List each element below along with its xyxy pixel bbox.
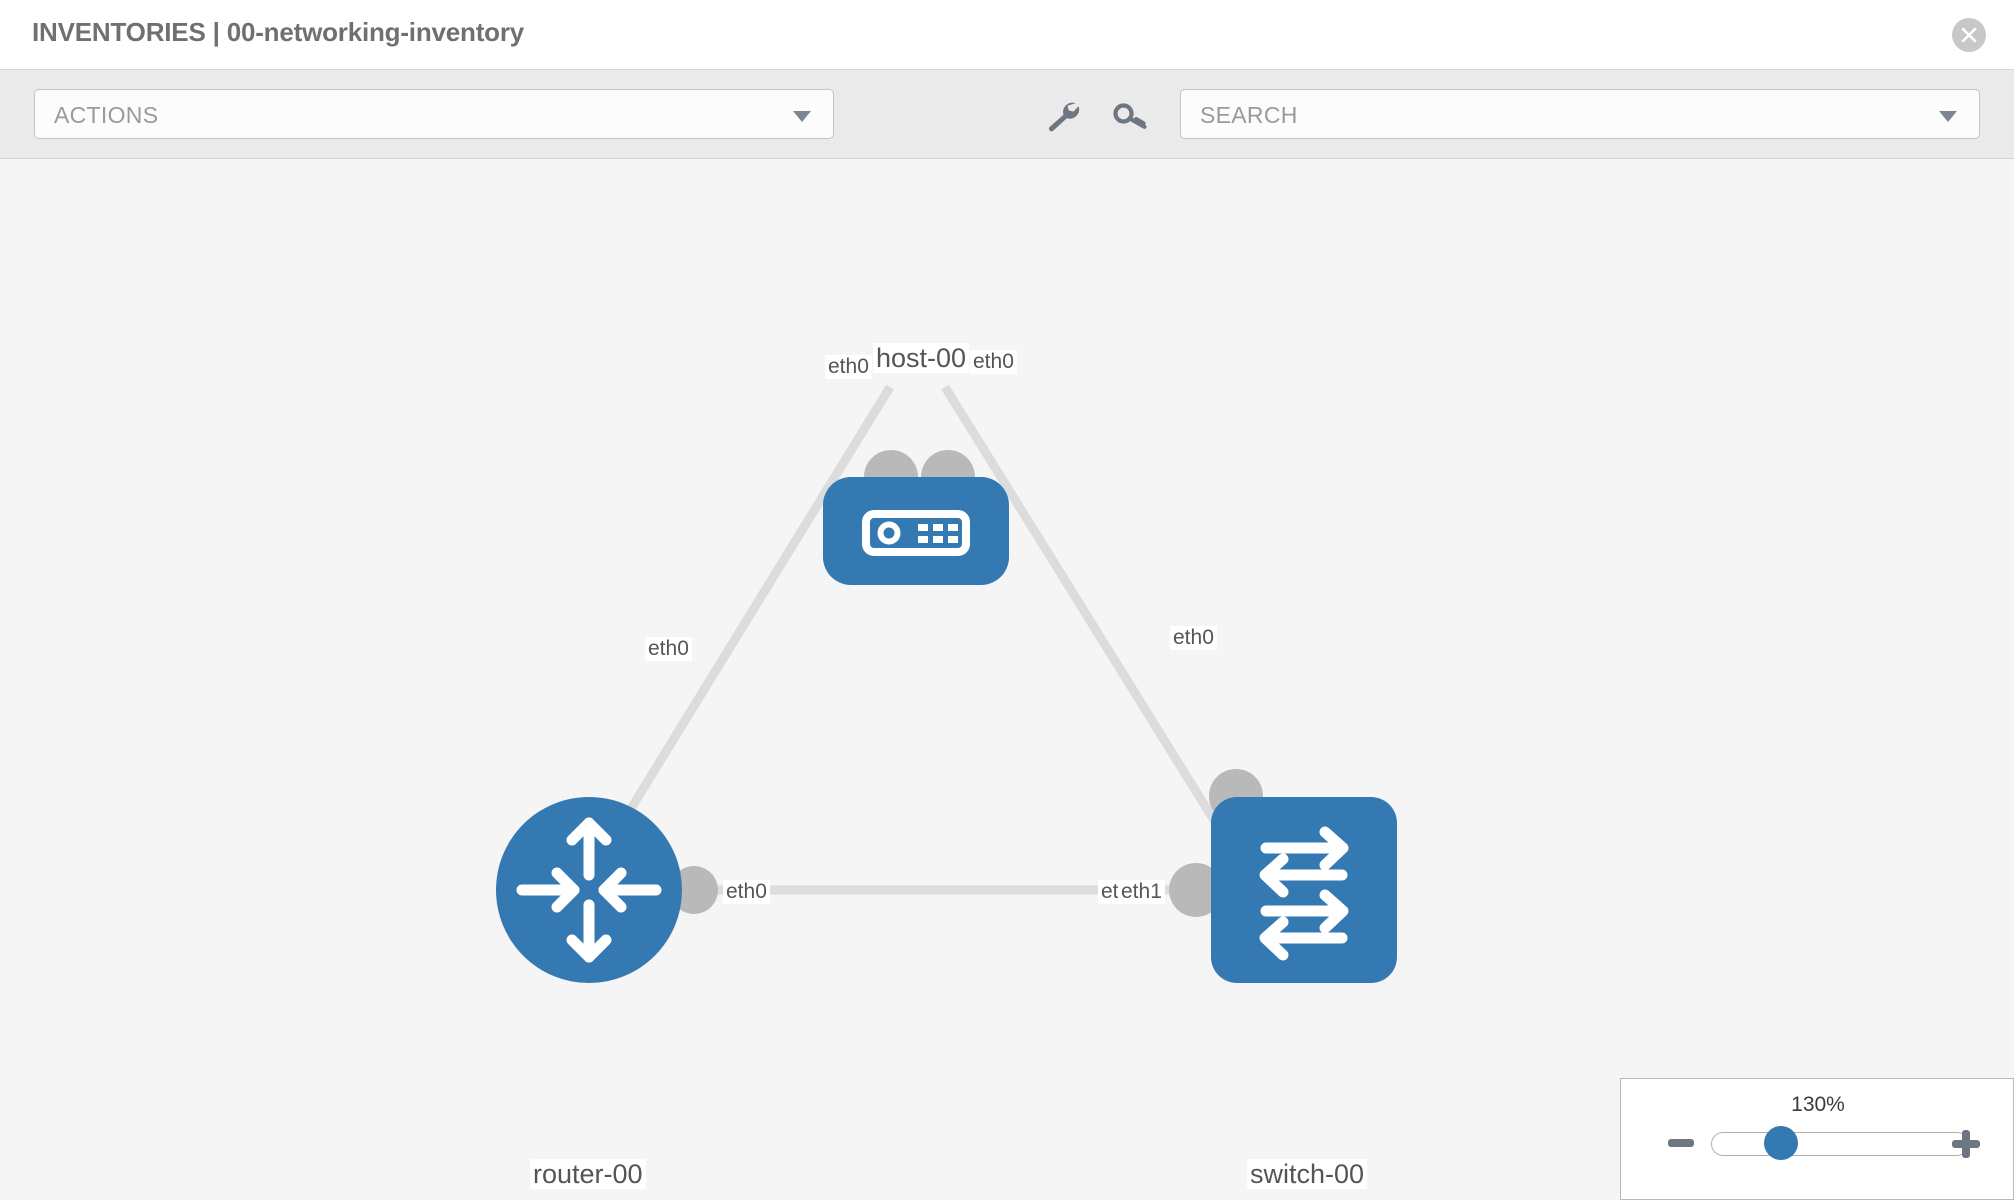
switch-icon <box>1259 826 1349 961</box>
topology-canvas[interactable]: host-00 router-00 switch-00 eth0 eth0 et… <box>0 159 2014 1200</box>
port-label-switch-left: eth1 <box>1118 880 1165 905</box>
node-label-host-00: host-00 <box>873 343 970 374</box>
topology-edges <box>596 384 1250 895</box>
zoom-out-button[interactable] <box>1668 1139 1694 1147</box>
edge-host-router <box>596 384 894 862</box>
zoom-control-panel: 130% <box>1620 1078 2014 1200</box>
port-label-host-left: eth0 <box>825 355 872 380</box>
toolbar: ACTIONS SEARCH <box>0 70 2014 159</box>
page-title: INVENTORIES | 00-networking-inventory <box>32 17 525 47</box>
node-label-router-00: router-00 <box>530 1159 646 1190</box>
key-icon[interactable] <box>1112 100 1150 132</box>
port-label-switch-up: eth0 <box>1170 626 1217 651</box>
actions-dropdown-label: ACTIONS <box>54 102 159 128</box>
search-input[interactable]: SEARCH <box>1180 89 1980 139</box>
zoom-in-button[interactable] <box>1952 1130 1980 1158</box>
zoom-slider-thumb[interactable] <box>1764 1126 1798 1160</box>
port-label-router-up: eth0 <box>645 637 692 662</box>
node-switch-00 <box>1211 797 1397 983</box>
zoom-slider-track[interactable] <box>1711 1132 1969 1156</box>
port-label-host-right: eth0 <box>970 350 1017 375</box>
edge-host-switch <box>941 384 1242 862</box>
zoom-level-value: 130% <box>1791 1093 1845 1116</box>
search-placeholder: SEARCH <box>1200 102 1298 128</box>
wrench-icon[interactable] <box>1044 100 1082 132</box>
server-icon <box>862 510 970 556</box>
page-header: INVENTORIES | 00-networking-inventory <box>0 0 2014 70</box>
actions-dropdown[interactable]: ACTIONS <box>34 89 834 139</box>
node-host-00 <box>823 477 1009 585</box>
chevron-down-icon <box>793 111 811 122</box>
port-router-right <box>670 866 718 914</box>
chevron-down-icon[interactable] <box>1939 111 1957 122</box>
close-icon[interactable] <box>1952 18 1986 52</box>
router-icon <box>516 817 662 963</box>
node-label-switch-00: switch-00 <box>1247 1159 1368 1190</box>
port-switch-left <box>1169 863 1223 917</box>
port-label-router-right: eth0 <box>723 880 770 905</box>
node-router-00 <box>496 797 682 983</box>
